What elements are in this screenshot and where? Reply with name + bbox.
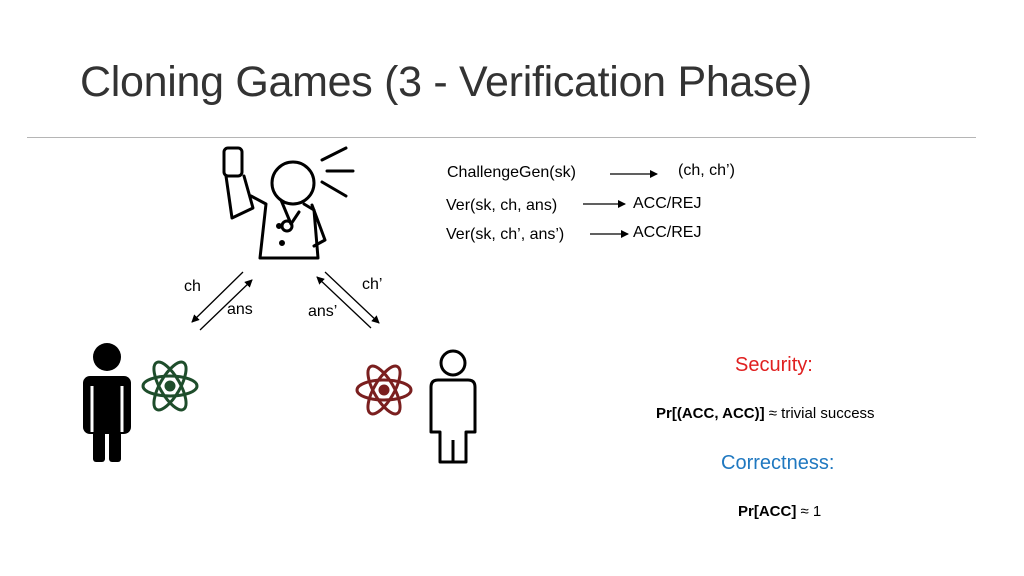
ver1-text: Ver(sk, ch, ans) bbox=[446, 197, 558, 214]
challengegen-output: (ch, ch’) bbox=[678, 162, 735, 179]
person-outline-icon bbox=[429, 349, 477, 464]
label-ans-right: ans’ bbox=[308, 303, 338, 320]
arrow-ch-right bbox=[324, 271, 380, 324]
arrow-ans-right bbox=[316, 276, 372, 329]
person-filled-icon bbox=[83, 343, 131, 462]
security-heading: Security: bbox=[735, 354, 813, 376]
title-divider bbox=[27, 137, 976, 138]
correctness-formula-rest: ≈ 1 bbox=[796, 503, 822, 520]
slide-title: Cloning Games (3 - Verification Phase) bbox=[80, 58, 812, 106]
challengegen-text: ChallengeGen(sk) bbox=[447, 164, 576, 181]
correctness-formula: Pr[ACC] ≈ 1 bbox=[738, 504, 821, 519]
ver2-text: Ver(sk, ch’, ans’) bbox=[446, 226, 565, 243]
referee-whistle-icon bbox=[222, 146, 355, 260]
atom-icon bbox=[141, 360, 199, 412]
ver2-output: ACC/REJ bbox=[633, 224, 702, 241]
label-ch-right: ch’ bbox=[362, 276, 383, 293]
correctness-heading: Correctness: bbox=[721, 452, 835, 474]
ver1-output: ACC/REJ bbox=[633, 195, 702, 212]
atom-icon bbox=[355, 364, 413, 416]
arrow-ch-left bbox=[191, 271, 244, 323]
label-ch-left: ch bbox=[184, 278, 201, 295]
security-formula-rest: ≈ trivial success bbox=[764, 405, 875, 422]
label-ans-left: ans bbox=[227, 301, 253, 318]
security-formula-prob: Pr[(ACC, ACC)] bbox=[656, 405, 765, 422]
security-formula: Pr[(ACC, ACC)] ≈ trivial success bbox=[656, 406, 875, 421]
correctness-formula-prob: Pr[ACC] bbox=[738, 503, 797, 520]
arrow-ans-left bbox=[199, 279, 253, 331]
